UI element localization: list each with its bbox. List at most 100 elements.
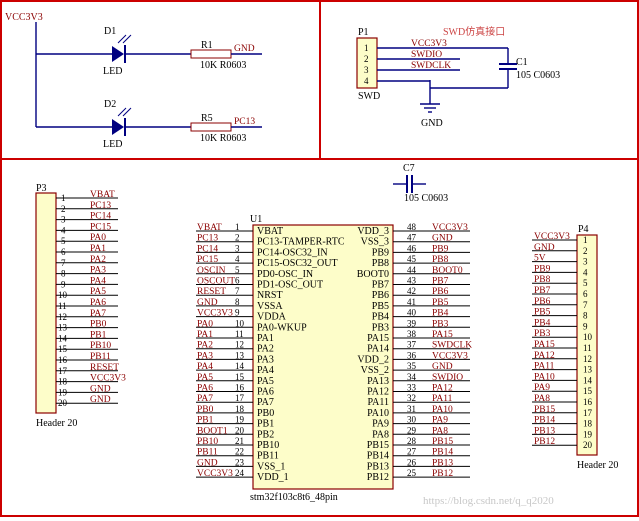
u1-right-pin-number: 38 [407,329,417,339]
u1-right-pin-name: PA8 [372,429,389,440]
u1-right-pin-name: PB5 [372,301,389,312]
u1-right-pin-number: 30 [407,415,417,425]
p4-net-label: PB4 [534,318,551,328]
p3-net-label: GND [90,384,111,394]
vcc-label: VCC3V3 [5,12,43,23]
u1-right-pin-number: 46 [407,243,417,253]
u1-right-pin-number: 45 [407,254,417,264]
p4-net-label: PA10 [534,372,555,382]
p4-pin-number: 13 [583,365,593,375]
p4-net-label: PB5 [534,308,551,318]
p4-net-label: VCC3V3 [534,232,570,242]
r1-net: GND [234,44,255,54]
u1-right-pin-name: PB8 [372,258,389,269]
u1-right-net: PA10 [432,405,453,415]
p3-net-label: PC15 [90,222,111,232]
p3-net-label: PB10 [90,341,111,351]
u1-right-pin-name: PB9 [372,247,389,258]
p4-ref: P4 [578,224,589,235]
p1-pin-number: 4 [364,76,369,86]
p4-pin-number: 3 [583,257,588,267]
u1-right-pin-number: 41 [407,297,416,307]
led-d1-symbol [112,46,124,62]
p1-net-label: SWDCLK [411,61,451,71]
u1-left-net: OSCIN [197,266,226,276]
u1-left-pin-number: 22 [235,447,244,457]
u1-right-pin-name: PA12 [367,387,389,398]
u1-right-pin-name: BOOT0 [357,269,389,280]
u1-right-pin-number: 43 [407,276,417,286]
p1-pin-number: 2 [364,54,369,64]
u1-left-pin-name: NRST [257,290,283,301]
p4-net-label: GND [534,243,555,253]
u1-left-pin-number: 23 [235,457,245,467]
p4-net-label: PA9 [534,383,550,393]
p3-net-label: PA7 [90,309,106,319]
p4-pin-number: 15 [583,386,593,396]
p3-net-label: RESET [90,363,119,373]
p4-net-label: PB8 [534,275,551,285]
u1-left-net: PC14 [197,244,218,254]
p4-net-label: PB14 [534,416,555,426]
u1-right-pin-number: 37 [407,340,417,350]
u1-left-pin-number: 10 [235,318,245,328]
p1-net-label: SWDIO [411,50,442,60]
u1-left-pin-number: 7 [235,286,240,296]
u1-right-net: PB12 [432,469,453,479]
c7-ref: C7 [403,163,415,174]
r5-net: PC13 [234,117,255,127]
u1-left-pin-name: PD0-OSC_IN [257,269,313,280]
u1-left-pin-number: 18 [235,404,245,414]
u1-right-net: PB14 [432,448,453,458]
p4-body [576,234,598,456]
u1-right-pin-number: 47 [407,233,417,243]
p4-pin-number: 7 [583,300,588,310]
c1-ref: C1 [516,57,528,68]
u1-left-pin-name: PA3 [257,354,274,365]
u1-left-pin-name: VBAT [257,226,283,237]
u1-left-pin-name: PA2 [257,344,274,355]
u1-right-pin-number: 25 [407,468,417,478]
u1-left-pin-name: PC14-OSC32_IN [257,247,328,258]
u1-left-pin-number: 3 [235,243,240,253]
c7-value: 105 C0603 [404,193,448,204]
u1-right-pin-number: 26 [407,457,417,467]
u1-left-pin-name: VDD_1 [257,472,289,483]
u1-right-pin-number: 31 [407,404,416,414]
p3-net-label: PB11 [90,352,111,362]
p4-pin-number: 10 [583,332,593,342]
u1-right-pin-name: PB12 [367,472,389,483]
u1-left-pin-name: PD1-OSC_OUT [257,280,323,291]
p4-net-label: PA12 [534,351,555,361]
u1-left-pin-number: 11 [235,329,244,339]
u1-left-net: PA2 [197,341,213,351]
u1-left-net: PA6 [197,384,213,394]
u1-right-net: PA15 [432,330,453,340]
u1-right-net: PB4 [432,309,449,319]
p4-net-label: PA8 [534,394,550,404]
p4-pin-number: 6 [583,289,588,299]
u1-right-net: GND [432,234,453,244]
u1-right-pin-number: 27 [407,447,417,457]
p1-ref: P1 [358,27,369,38]
p3-net-label: PA5 [90,287,106,297]
p4-pins: 1VCC3V32GND35V4PB95PB86PB77PB68PB59PB410… [532,232,593,450]
u1-left-net: PA4 [197,362,213,372]
u1-right-pin-name: PB4 [372,312,389,323]
r5-ref: R5 [201,113,213,124]
u1-right-net: PB9 [432,244,449,254]
u1-left-pin-number: 12 [235,340,244,350]
p4-pin-number: 18 [583,419,593,429]
u1-left-pin-name: VSSA [257,301,283,312]
u1-right-pin-number: 40 [407,308,417,318]
u1-part: stm32f103c8t6_48pin [250,492,338,503]
u1-left-pin-name: PA1 [257,333,274,344]
u1-body [252,224,394,490]
p4-pin-number: 2 [583,246,588,256]
p3-net-label: PA1 [90,244,106,254]
led-d2-ray1 [117,107,127,117]
u1-left-net: VBAT [197,223,222,233]
